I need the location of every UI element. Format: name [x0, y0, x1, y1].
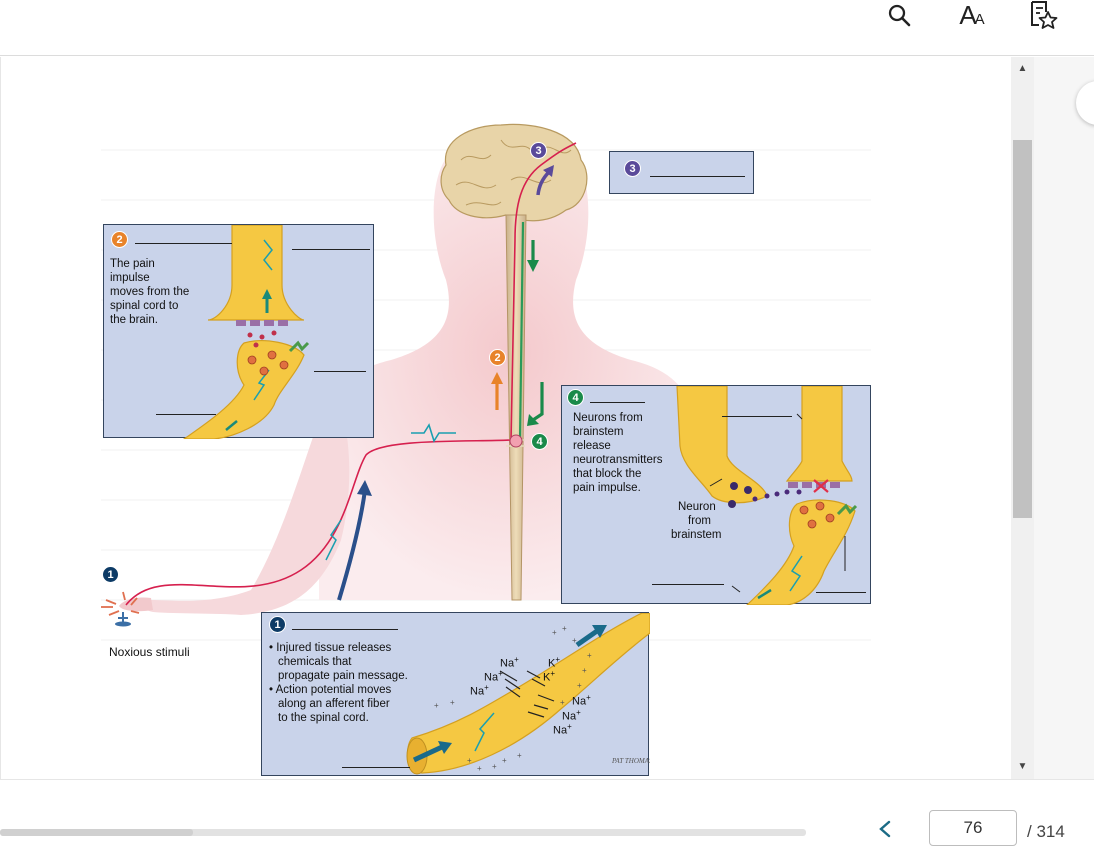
right-panel: [1034, 57, 1094, 779]
box-1-bullet-1-line-2: chemicals that: [278, 656, 352, 668]
neuron-label-line-3: brainstem: [671, 529, 722, 541]
ion-na-6: Na+: [553, 722, 572, 737]
ion-na-5: Na+: [562, 708, 581, 723]
noxious-stimuli-label: Noxious stimuli: [109, 645, 190, 659]
svg-text:+: +: [477, 764, 482, 773]
svg-text:+: +: [560, 698, 565, 707]
neuron-label-line-1: Neuron: [678, 501, 716, 513]
box-1-bullet-1-line-1: • Injured tissue releases: [269, 642, 392, 654]
box-2-blank-mid-right: [314, 371, 366, 372]
box-4-text-line-2: brainstem: [573, 426, 624, 438]
box-3-blank-line: [650, 176, 745, 177]
page-number-input[interactable]: [929, 810, 1017, 846]
box-4-text-line-3: release: [573, 440, 611, 452]
svg-text:+: +: [450, 698, 455, 707]
box-1-bullet-2-line-1: • Action potential moves: [269, 684, 392, 696]
box-2-text-line-2: impulse: [110, 272, 150, 284]
marker-4-badge: 4: [531, 433, 548, 450]
svg-text:+: +: [562, 624, 567, 633]
box-3-label-field[interactable]: 3: [609, 151, 754, 194]
svg-text:+: +: [572, 636, 577, 645]
pagination-bar: / 314: [0, 779, 1094, 846]
vertical-scrollbar[interactable]: ▲ ▼: [1011, 57, 1034, 779]
chevron-left-icon: [879, 820, 891, 838]
ion-k-1: K+: [548, 655, 561, 670]
text-size-button[interactable]: AA: [952, 0, 990, 30]
box-1: ++++ ++++ ++++ ++ PAT THOMAS 1 • Injured…: [261, 612, 650, 776]
top-toolbar: AA: [0, 0, 1094, 56]
ion-na-3: Na+: [470, 683, 489, 698]
scroll-thumb[interactable]: [1013, 140, 1032, 518]
box-4-number: 4: [567, 389, 584, 406]
neuron-label-line-2: from: [688, 515, 711, 527]
box-4-text-line-5: that block the: [573, 468, 642, 480]
svg-text:+: +: [434, 701, 439, 710]
search-button[interactable]: [882, 0, 916, 30]
box-2-title-blank: [135, 243, 232, 244]
arm: [143, 420, 350, 615]
box-1-blank-bottom: [342, 767, 410, 768]
box-4-blank-top: [722, 416, 792, 417]
box-2-text-line-1: The pain: [110, 258, 155, 270]
box-1-bullet-1-line-3: propagate pain message.: [278, 670, 408, 682]
ion-na-4: Na+: [572, 693, 591, 708]
scroll-down-arrow-icon[interactable]: ▼: [1017, 760, 1028, 772]
ion-na-2: Na+: [484, 669, 503, 684]
box-1-number: 1: [269, 616, 286, 633]
marker-1-badge: 1: [102, 566, 119, 583]
svg-text:+: +: [492, 762, 497, 771]
box-4-title-blank: [590, 402, 645, 403]
box-2-text-line-3: moves from the: [110, 286, 190, 298]
scroll-up-arrow-icon[interactable]: ▲: [1017, 62, 1028, 74]
bookmark-star-icon: [1031, 1, 1058, 29]
prev-page-button[interactable]: [876, 820, 894, 844]
svg-text:+: +: [502, 756, 507, 765]
search-icon: [888, 4, 911, 27]
svg-text:+: +: [587, 651, 592, 660]
svg-text:+: +: [467, 756, 472, 765]
box-4-text-line-6: pain impulse.: [573, 482, 641, 494]
svg-text:+: +: [517, 751, 522, 760]
box-1-bullet-2-line-3: to the spinal cord.: [278, 712, 369, 724]
svg-text:+: +: [552, 628, 557, 637]
box-2-blank-top-right: [292, 249, 370, 250]
box-4-text-line-1: Neurons from: [573, 412, 643, 424]
page-total-label: / 314: [1027, 822, 1065, 841]
ion-k-2: K+: [543, 669, 556, 684]
box-2-number: 2: [111, 231, 128, 248]
svg-text:+: +: [577, 681, 582, 690]
document-viewer[interactable]: 1 2 3 4 Noxious stimuli 3 2 The pain imp…: [0, 57, 1012, 779]
box-1-title-blank: [292, 629, 398, 630]
text-size-icon: AA: [959, 0, 984, 30]
ion-na-1: Na+: [500, 655, 519, 670]
box-4-text-line-4: neurotransmitters: [573, 454, 663, 466]
box-2-blank-bottom-left: [156, 414, 216, 415]
artist-signature: PAT THOMAS: [611, 757, 650, 765]
side-panel-toggle-button[interactable]: [1076, 81, 1094, 125]
svg-text:+: +: [582, 666, 587, 675]
box-4-blank-bottom-right: [816, 592, 866, 593]
brain: [440, 123, 588, 222]
marker-2-badge: 2: [489, 349, 506, 366]
box-1-bullet-2-line-2: along an afferent fiber: [278, 698, 390, 710]
box-4-blank-bottom-left: [652, 584, 724, 585]
bookmark-button[interactable]: [1024, 0, 1062, 30]
box-2: 2 The pain impulse moves from the spinal…: [103, 224, 374, 439]
nerve-pathway: [125, 142, 577, 606]
box-4: 4 Neurons from brainstem release neurotr…: [561, 385, 871, 605]
box-2-text-line-4: spinal cord to: [110, 300, 179, 312]
box-2-text-line-5: the brain.: [110, 314, 158, 326]
reading-progress-bar: [0, 829, 806, 836]
box-3-number: 3: [624, 160, 641, 177]
marker-3-badge: 3: [530, 142, 547, 159]
reading-progress-fill: [0, 829, 194, 836]
